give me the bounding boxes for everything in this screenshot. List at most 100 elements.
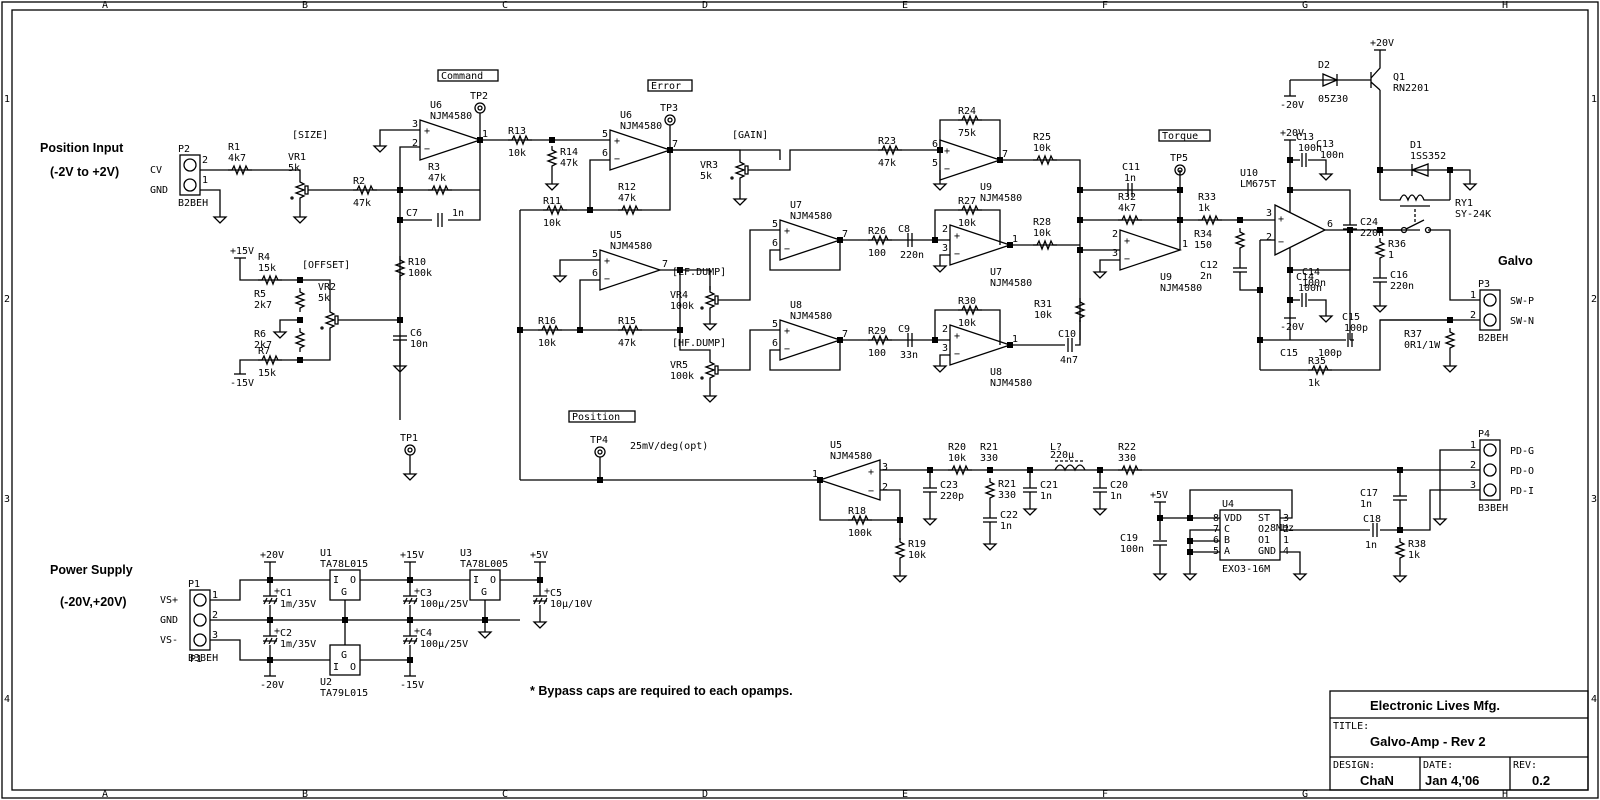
resistor-value: 47k [618, 193, 636, 204]
pin-number: 3 [1470, 480, 1476, 491]
wire [1308, 159, 1327, 170]
resistor-value: 150 [1194, 240, 1212, 251]
wire [769, 340, 841, 371]
capacitor-value: 100n [1320, 150, 1344, 161]
resistor-value: 2k7 [254, 340, 272, 351]
ground-icon [1318, 170, 1334, 181]
transistor-part: RN2201 [1393, 83, 1429, 94]
polarity-mark: + [544, 586, 550, 597]
pin-number: 1 [1182, 239, 1188, 250]
noninverting-pin-mark: + [954, 231, 960, 242]
pin-number: 5 [592, 249, 598, 260]
reg-pin-in: I [473, 575, 479, 586]
wire [300, 334, 331, 361]
capacitor-ref: C14 [1296, 272, 1314, 283]
capacitor-ref: C21 [1040, 480, 1058, 491]
resistor-value: 100k [848, 528, 872, 539]
capacitor-value: 100p [1344, 323, 1368, 334]
resistor-value: 10k [1033, 228, 1051, 239]
zone-row-2: 2 [4, 294, 10, 305]
pin-number: 2 [1283, 524, 1289, 535]
capacitor-ref: C19 [1120, 533, 1138, 544]
zone-row-3: 3 [4, 494, 10, 505]
inverting-pin-mark: − [868, 486, 874, 497]
zone-row-3-right: 3 [1591, 494, 1597, 505]
p1-pin-gnd: GND [160, 615, 178, 626]
test-point-tp4: TP4 [590, 435, 608, 458]
resistor-value: 0R1/1W [1404, 340, 1441, 351]
pin-number: 3 [882, 462, 888, 473]
capacitor-ref: C12 [1200, 260, 1218, 271]
pot-value: 5k [318, 293, 330, 304]
opamp-ref: U9 [1160, 272, 1172, 283]
ground-icon [932, 180, 948, 191]
opamp-ref: U10 [1240, 168, 1258, 179]
reg-pin-gnd: G [341, 587, 347, 598]
wire [1308, 299, 1327, 312]
wire [1239, 272, 1260, 291]
pin-number: 1 [1012, 234, 1018, 245]
resistor-ref: R24 [958, 106, 976, 117]
pin-hole [1483, 293, 1497, 307]
capacitor-value: 10µ/10V [550, 599, 592, 610]
pin-name: PD-G [1510, 446, 1534, 457]
pin-number: 2 [202, 155, 208, 166]
ground-icon [1442, 362, 1458, 373]
ground-icon [1432, 515, 1448, 526]
wire [819, 480, 900, 521]
noninverting-pin-mark: + [614, 136, 620, 147]
opamp-ref: U8 [790, 300, 802, 311]
resistor-ref: R21 [980, 442, 998, 453]
p1-pin-vs-minus: VS- [160, 635, 178, 646]
pin-number: 5 [602, 129, 608, 140]
opamp-ref: U6 [430, 100, 442, 111]
junction-dot [1187, 515, 1193, 521]
resistor-ref: R3 [428, 162, 440, 173]
rail-label: +5V [1150, 490, 1168, 501]
opamp-ref: U8 [990, 367, 1002, 378]
inverting-pin-mark: − [784, 344, 790, 355]
resistor-ref: R33 [1198, 192, 1216, 203]
position-input-title: Position Input [40, 141, 124, 155]
resistor-value: 330 [998, 490, 1016, 501]
inverting-pin-mark: − [614, 154, 620, 165]
pin-number: 5 [772, 319, 778, 330]
junction-dot [1177, 187, 1183, 193]
osc-pin-o1: O1 [1258, 535, 1270, 546]
capacitor-value: 100n [1298, 143, 1322, 154]
resistor-value: 10k [948, 453, 966, 464]
relay-contact [1424, 226, 1432, 234]
capacitor-value: 100n [1302, 278, 1326, 289]
pot-ref: VR2 [318, 282, 336, 293]
ground-icon [1022, 505, 1038, 516]
pin-number: 2 [1266, 232, 1272, 243]
power-rail-plus-15V: +15V [230, 246, 254, 259]
pin-number: 4 [1283, 546, 1289, 557]
reg-pin-gnd: G [341, 650, 347, 661]
rail-label: -15V [230, 378, 254, 389]
power-rail-plus-20V: +20V [1370, 38, 1394, 51]
opamp-ref: U5 [610, 230, 622, 241]
pin-hole [183, 158, 197, 172]
svg-text:Command: Command [441, 71, 483, 82]
resistor-ref: R26 [868, 226, 886, 237]
wire [939, 254, 950, 262]
wire [300, 279, 331, 306]
inverting-pin-mark: − [784, 244, 790, 255]
wire [1439, 449, 1480, 515]
zone-col-e: E [902, 0, 908, 11]
